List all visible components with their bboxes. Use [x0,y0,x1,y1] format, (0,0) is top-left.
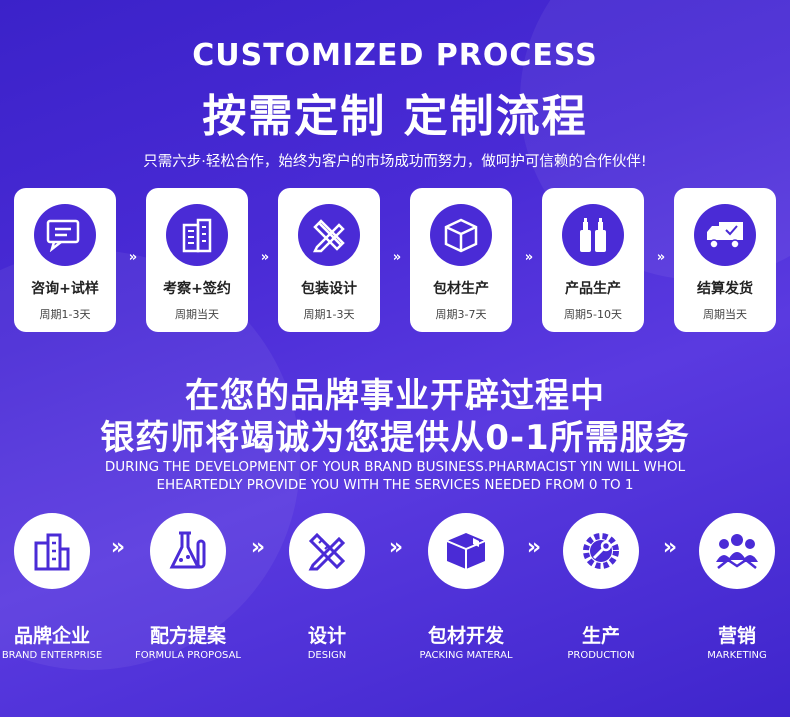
step-card-inspect: 考察+签约 周期当天 [146,188,248,332]
headline-line-2: 银药师将竭诚为您提供从0-1所需服务 [100,418,690,458]
title-chinese: 按需定制 定制流程 [202,91,588,142]
step-title: 考察+签约 [163,281,231,297]
step-separator: » [656,250,666,265]
step-card-consult: 咨询+试样 周期1-3天 [14,188,116,332]
service-subtitle: PACKING MATERAL [419,650,513,661]
service-subtitle: MARKETING [707,650,767,661]
service-title: 生产 [581,625,620,647]
step-separator: » [128,250,138,265]
subtitle: 只需六步·轻松合作，始终为客户的市场成功而努力，做呵护可信赖的合作伙伴! [143,154,647,170]
service-separator: » [110,535,126,560]
process-steps: 咨询+试样 周期1-3天 » 考察+签约 周期当天 » 包装设计 周期1-3天 … [14,188,776,332]
service-separator: » [662,535,678,560]
step-title: 结算发货 [697,281,753,297]
title-english: CUSTOMIZED PROCESS [192,38,598,73]
step-period: 周期1-3天 [39,308,91,321]
english-description-line-1: DURING THE DEVELOPMENT OF YOUR BRAND BUS… [104,459,686,475]
service-separator: » [526,535,542,560]
building-icon [14,513,90,589]
step-period: 周期当天 [703,308,747,321]
english-description-line-2: EHEARTEDLY PROVIDE YOU WITH THE SERVICES… [156,477,634,493]
service-title: 品牌企业 [13,625,90,647]
service-separator: » [250,535,266,560]
step-separator: » [392,250,402,265]
design-tools-icon [289,513,365,589]
service-subtitle: FORMULA PROPOSAL [134,650,242,661]
step-title: 包装设计 [301,281,357,297]
step-period: 周期5-10天 [564,308,622,321]
service-title: 设计 [307,625,346,647]
service-title: 营销 [717,625,756,647]
step-card-packaging: 包材生产 周期3-7天 [410,188,512,332]
box-icon [430,204,492,266]
step-title: 产品生产 [565,281,621,297]
service-title: 配方提案 [149,625,226,647]
building-icon [166,204,228,266]
gear-wrench-icon [563,513,639,589]
services-row: » 品牌企业 BRAND ENTERPRISE » 配方提案 FORMULA P… [0,513,790,663]
step-title: 包材生产 [433,281,489,297]
step-card-design: 包装设计 周期1-3天 [278,188,380,332]
design-tools-icon [298,204,360,266]
step-card-shipping: 结算发货 周期当天 [674,188,776,332]
box-icon [428,513,504,589]
step-period: 周期当天 [175,308,219,321]
flask-icon [150,513,226,589]
chat-icon [34,204,96,266]
service-separator: » [388,535,404,560]
service-subtitle: PRODUCTION [567,650,635,661]
step-separator: » [524,250,534,265]
step-separator: » [260,250,270,265]
service-title: 包材开发 [427,625,504,647]
people-icon [699,513,775,589]
step-period: 周期1-3天 [303,308,355,321]
truck-icon [694,204,756,266]
service-subtitle: DESIGN [307,650,347,661]
headline-line-1: 在您的品牌事业开辟过程中 [185,376,605,416]
step-period: 周期3-7天 [435,308,487,321]
step-title: 咨询+试样 [31,281,99,297]
service-subtitle: BRAND ENTERPRISE [1,650,103,661]
bottles-icon [562,204,624,266]
step-card-production: 产品生产 周期5-10天 [542,188,644,332]
